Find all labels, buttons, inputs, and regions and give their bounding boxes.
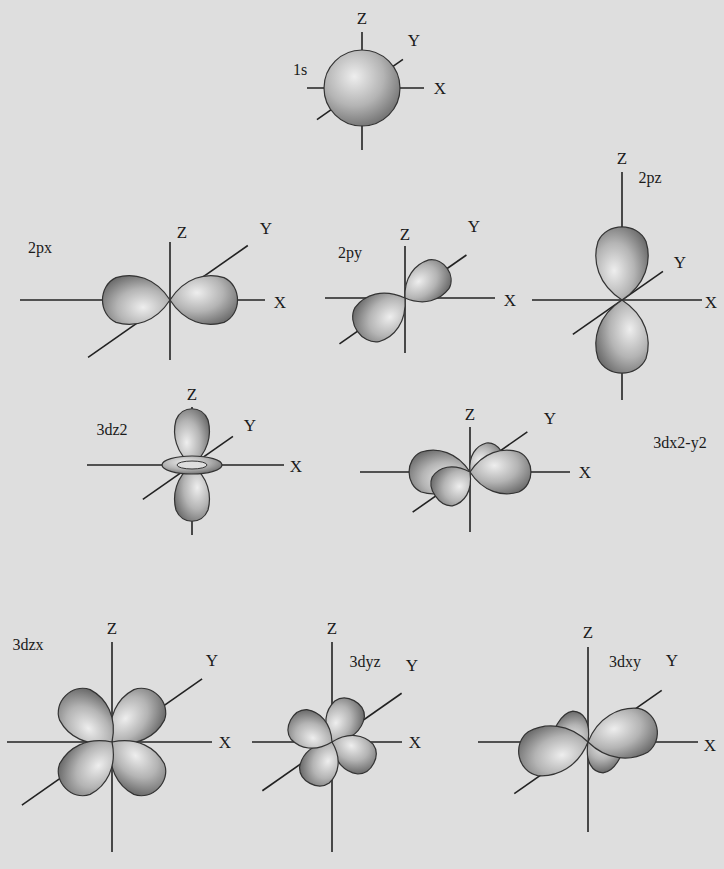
axis-label: X [274, 294, 286, 311]
orbital-lobe [282, 704, 341, 758]
orbital-lobe [596, 227, 648, 300]
s-orbital-sphere [324, 50, 400, 126]
orbital-label: 2py [338, 245, 362, 261]
axis-line [22, 679, 202, 805]
orbital-lobe [583, 703, 662, 765]
axis-label: X [579, 464, 591, 481]
orbital-label: 2pz [638, 170, 661, 186]
orbital-torus [162, 456, 222, 474]
axis-label: Z [327, 620, 337, 637]
axis-label: Y [244, 417, 256, 434]
orbital-lobe [424, 456, 481, 512]
orbital-label: 3dxy [609, 654, 641, 670]
axis-label: X [705, 294, 717, 311]
axis-label: Y [544, 410, 556, 427]
orbital-lobe [103, 276, 171, 325]
orbital-figure [252, 642, 402, 852]
axis-label: X [704, 737, 716, 754]
axis-label: Z [357, 10, 367, 27]
axis-label: Y [674, 254, 686, 271]
axis-label: Y [260, 220, 272, 237]
torus-hole [177, 461, 207, 469]
axis-label: X [219, 734, 231, 751]
orbital-label: 3dyz [349, 654, 380, 670]
axis-label: X [504, 292, 516, 309]
orbital-figure [532, 172, 702, 400]
axis-label: X [434, 80, 446, 97]
axis-line [532, 299, 702, 301]
orbital-label: 2px [28, 240, 52, 256]
orbital-lobe [470, 450, 531, 494]
axis-label: Y [408, 32, 420, 49]
orbital-figure [87, 407, 284, 535]
orbital-figure [478, 647, 698, 832]
axis-label: Z [187, 386, 197, 403]
orbital-lobe [596, 300, 648, 373]
orbital-figure [20, 242, 265, 360]
axis-label: Z [400, 226, 410, 243]
axis-label: Z [107, 620, 117, 637]
axis-label: Z [177, 224, 187, 241]
axis-label: Y [406, 657, 418, 674]
orbital-label: 1s [293, 62, 307, 78]
axis-line [514, 690, 661, 793]
axis-label: Y [206, 652, 218, 669]
orbital-figure [7, 642, 212, 852]
axis-label: Y [666, 652, 678, 669]
orbital-label: 3dzx [12, 637, 43, 653]
axis-label: Z [583, 624, 593, 641]
orbital-figure [325, 246, 495, 353]
orbital-figure [360, 427, 570, 532]
axis-label: Z [617, 150, 627, 167]
axis-label: Z [465, 406, 475, 423]
axis-label: X [290, 458, 302, 475]
orbital-label: 3dx2-y2 [653, 435, 706, 451]
orbital-label: 3dz2 [96, 422, 127, 438]
orbital-lobe [170, 276, 238, 325]
axis-label: X [409, 734, 421, 751]
orbital-lobe [514, 718, 593, 780]
axis-line [88, 246, 248, 358]
orbital-lobe [344, 279, 418, 349]
orbital-lobe [49, 725, 129, 805]
orbital-figure [307, 32, 424, 150]
axis-label: Y [468, 218, 480, 235]
